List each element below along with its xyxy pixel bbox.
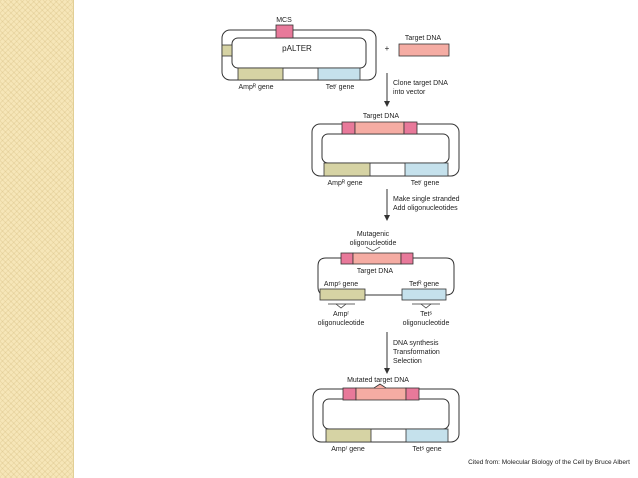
step2-amp-label: Ampᴿ gene — [327, 180, 362, 187]
mutagenic-label-line1: Mutagenic — [357, 231, 390, 238]
step4-right-mcs — [405, 387, 420, 401]
step2-recombinant-vector: Target DNA Ampᴿ gene Tetʳ gene — [311, 113, 460, 187]
step3-tet-gene-label: Tetᴿ gene — [409, 281, 439, 288]
step3-target-segment — [352, 252, 402, 265]
step4-inner-outline — [322, 398, 450, 430]
amp-gene-label: Ampᴿ gene — [238, 84, 273, 91]
mcs-segment — [275, 24, 294, 39]
step4-tet-label: Tetˢ gene — [412, 446, 441, 453]
step3-amp-segment — [319, 288, 366, 301]
plus-sign: + — [385, 44, 390, 53]
tet-oligo-label-line1: Tetˢ — [420, 311, 432, 318]
step3-left-mcs — [340, 252, 354, 265]
arrow1-line2: into vector — [393, 89, 426, 96]
step3-single-stranded: Mutagenic oligonucleotide Target DNA Amp… — [317, 231, 455, 327]
arrow-2: Make single stranded Add oligonucleotide… — [384, 189, 460, 221]
step2-tet-segment — [404, 162, 449, 177]
arrow-3: DNA synthesis Transformation Selection — [384, 332, 440, 374]
step3-amp-gene-label: Ampˢ gene — [324, 281, 358, 288]
amp-oligo-label-line1: Ampʳ — [333, 311, 349, 318]
step3-target-label: Target DNA — [357, 268, 394, 275]
arrow1-line1: Clone target DNA — [393, 80, 448, 87]
arrow-1: Clone target DNA into vector — [384, 73, 448, 107]
arrow2-line1: Make single stranded — [393, 196, 460, 203]
step4-mutated-vector: Mutated target DNA Ampʳ gene Tetˢ gene — [312, 377, 460, 453]
step2-tet-label: Tetʳ gene — [411, 180, 440, 187]
step2-inner-outline — [321, 133, 450, 164]
tet-oligo-label-line2: oligonucleotide — [403, 320, 450, 327]
decorative-sidebar — [0, 0, 73, 478]
step2-target-segment — [354, 121, 405, 135]
mutagenic-oligo-bracket — [365, 246, 381, 252]
target-dna-label: Target DNA — [405, 35, 442, 42]
arrow3-line2: Transformation — [393, 349, 440, 356]
tet-gene-segment — [317, 67, 361, 81]
amp-oligo-label-line2: oligonucleotide — [318, 320, 365, 327]
step2-target-label: Target DNA — [363, 113, 400, 120]
amp-gene-segment — [237, 67, 284, 81]
step4-target-label: Mutated target DNA — [347, 377, 409, 384]
step3-tet-segment — [401, 288, 447, 301]
sidebar-divider — [73, 0, 74, 478]
step3-right-mcs — [400, 252, 414, 265]
step4-amp-label: Ampʳ gene — [331, 446, 365, 453]
target-dna-segment — [398, 43, 450, 57]
left-marker-segment — [221, 44, 233, 57]
step4-target-segment — [355, 387, 407, 401]
step1-vector: MCS pALTER Ampᴿ gene Tetʳ gene — [221, 17, 377, 91]
plasmid-inner-outline — [231, 37, 367, 69]
step2-right-mcs — [403, 121, 418, 135]
plasmid-label: pALTER — [282, 44, 312, 53]
target-dna-insert: Target DNA — [398, 35, 450, 57]
step4-tet-segment — [405, 428, 449, 443]
tet-oligo-bracket — [420, 303, 432, 309]
amp-oligo-bracket — [335, 303, 347, 309]
mutation-mark — [373, 383, 387, 389]
arrow2-line2: Add oligonucleotides — [393, 205, 458, 212]
step4-amp-segment — [325, 428, 372, 443]
arrow3-line1: DNA synthesis — [393, 340, 439, 347]
tet-gene-label: Tetʳ gene — [326, 84, 355, 91]
mutagenic-label-line2: oligonucleotide — [350, 240, 397, 247]
step4-left-mcs — [342, 387, 357, 401]
arrow3-line3: Selection — [393, 358, 422, 365]
mcs-label: MCS — [276, 17, 292, 24]
citation-text: Cited from: Molecular Biology of the Cel… — [468, 459, 630, 466]
step2-amp-segment — [323, 162, 371, 177]
step2-left-mcs — [341, 121, 356, 135]
